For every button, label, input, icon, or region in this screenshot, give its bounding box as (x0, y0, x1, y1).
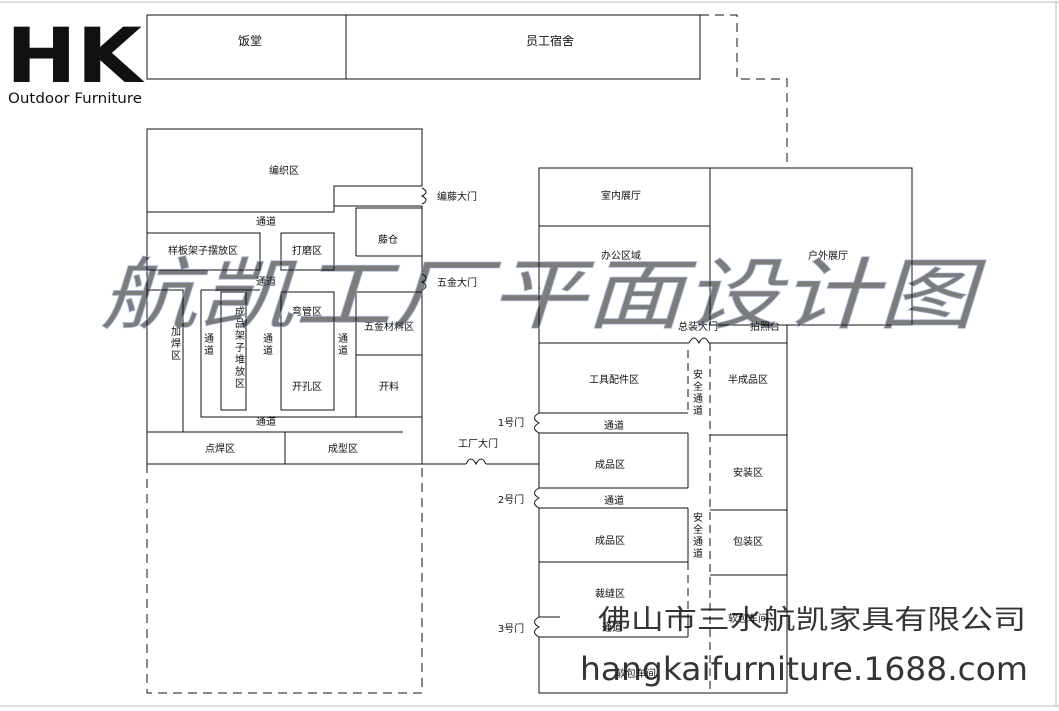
rattan-store-label: 藤仓 (378, 233, 398, 246)
aisle-vertical-1-label: 通道 (204, 333, 214, 357)
company-watermark: 佛山市三水航凯家具有限公司 (598, 605, 1026, 636)
photo-stage-label: 拍照台 (750, 320, 780, 333)
hardware-material-zone-label: 五金材料区 (364, 320, 414, 333)
aisle-vertical-2-label: 通道 (263, 333, 273, 357)
sewing-zone-label: 裁缝区 (595, 587, 625, 600)
welding-zone-label: 加焊区 (171, 326, 181, 362)
brand-logo: HK Outdoor Furniture (6, 11, 145, 107)
soft-upholstery-workshop-label: 软包车间 (728, 612, 768, 625)
door-2-label: 2号门 (498, 493, 524, 506)
top-building-outline (146, 14, 701, 80)
weaving-gate-label: 编藤大门 (437, 190, 477, 203)
spot-welding-zone-label: 点焊区 (205, 443, 235, 455)
hardware-gate-symbol (420, 273, 427, 291)
aisle-bottom-label: 通道 (256, 415, 276, 428)
left-gates (420, 187, 427, 291)
factory-gate-label: 工厂大门 (458, 437, 498, 450)
right-block-lower-walls (538, 342, 788, 694)
top-buildings (146, 14, 701, 80)
weaving-zone-label: 编织区 (269, 164, 299, 177)
aisle-top-label: 通道 (256, 215, 276, 228)
site-boundary-dashed (700, 14, 788, 168)
cutting-zone-label: 开料 (379, 380, 399, 393)
aisle-mid-label: 通道 (256, 275, 276, 288)
logo-tagline: Outdoor Furniture (8, 91, 142, 107)
logo-mark: HK (6, 11, 145, 100)
aisle-3-label: 通道 (602, 621, 622, 634)
finished-zone-2-label: 成品区 (595, 535, 625, 547)
right-doors (534, 412, 541, 638)
canteen-label: 饭堂 (238, 34, 262, 48)
right-block-upper-walls (538, 167, 913, 343)
packing-zone-label: 包装区 (733, 535, 763, 548)
aisle-1-label: 通道 (604, 419, 624, 432)
aisle-2-label: 通道 (604, 494, 624, 507)
finished-zone-1-label: 成品区 (595, 459, 625, 471)
tools-parts-zone-label: 工具配件区 (589, 374, 639, 386)
left-block-walls (146, 128, 423, 465)
dormitory-label: 员工宿舍 (526, 33, 574, 48)
door-3-label: 3号门 (498, 622, 524, 635)
outdoor-showroom-label: 户外展厅 (808, 249, 848, 262)
bending-zone-label: 弯管区 (292, 305, 322, 318)
semi-finished-zone-label: 半成品区 (728, 373, 768, 386)
assembly-gate-symbol (688, 337, 710, 345)
safety-aisle-2-label: 安全通道 (693, 511, 703, 560)
indoor-showroom-label: 室内展厅 (601, 189, 641, 202)
safety-aisle-1-label: 安全通道 (693, 368, 703, 417)
door-3-symbol (534, 616, 541, 638)
hardware-gate-label: 五金大门 (437, 276, 477, 289)
sanding-zone-label: 打磨区 (292, 244, 322, 257)
factory-gate-symbol (465, 458, 487, 466)
title-watermark: 航凯工厂平面设计图 (100, 251, 987, 341)
aisle-vertical-3-label: 通道 (338, 333, 348, 357)
door-1-label: 1号门 (498, 416, 524, 429)
door-2-symbol (534, 487, 541, 509)
factory-gate-connector (422, 458, 539, 466)
site-watermark: hangkaifurniture.1688.com (580, 650, 1028, 688)
weaving-gate-symbol (420, 187, 427, 205)
safety-aisle-dashed (687, 343, 711, 693)
door-1-symbol (534, 412, 541, 434)
office-area-label: 办公区域 (601, 249, 641, 262)
forming-zone-label: 成型区 (328, 442, 358, 455)
left-block-dashed-extension (146, 464, 423, 694)
assembly-gate-label: 总装大门 (678, 320, 718, 333)
soft-workshop-label: 软包车间 (616, 667, 656, 680)
installation-zone-label: 安装区 (733, 466, 763, 479)
finished-rack-zone-label: 成品架子堆放区 (235, 306, 245, 390)
drilling-zone-label: 开孔区 (292, 381, 322, 393)
sample-rack-zone-label: 样板架子摆放区 (168, 244, 238, 257)
